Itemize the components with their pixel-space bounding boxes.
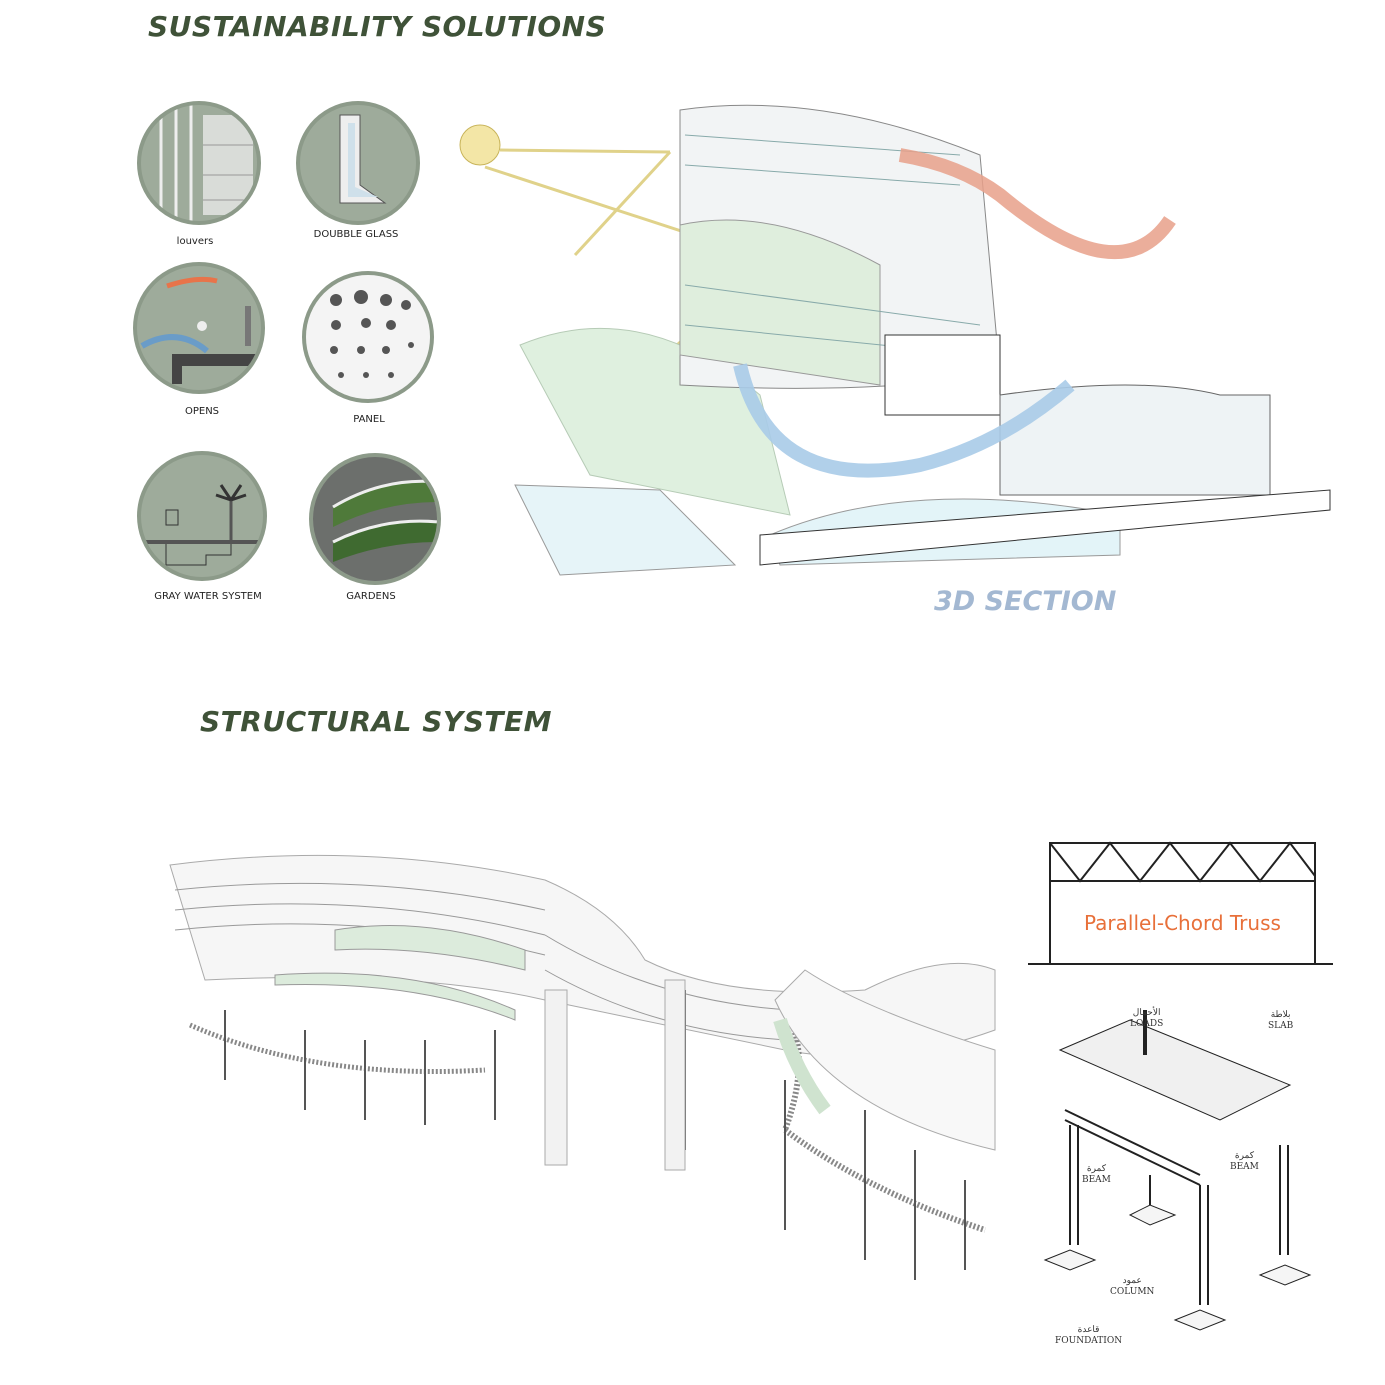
slab-label-ar: بلاطة: [1270, 1010, 1291, 1020]
loads-label-en: LOADS: [1130, 1019, 1164, 1029]
double-glass-label: DOUBBLE GLASS: [313, 229, 399, 240]
gray-water-label: GRAY WATER SYSTEM: [154, 591, 262, 602]
3d-section-drawing: [459, 104, 1331, 576]
column-label-en: COLUMN: [1110, 1287, 1155, 1297]
gardens-label: GARDENS: [346, 591, 396, 602]
structural-title: STRUCTURAL SYSTEM: [200, 705, 552, 738]
panel-image: [302, 271, 434, 403]
louvers-image: [137, 101, 261, 225]
gardens-image: [309, 453, 441, 585]
sun-icon: [459, 124, 501, 166]
double-glass-image: [296, 101, 420, 225]
loads-label-ar: الأحمال: [1132, 1008, 1161, 1018]
beam-label-en: BEAM: [1082, 1175, 1111, 1185]
gray-water-image: [137, 451, 267, 581]
column-label-ar: عمود: [1122, 1276, 1142, 1286]
beam2-label-en: BEAM: [1230, 1162, 1259, 1172]
parallel-chord-truss-diagram: [1028, 841, 1333, 965]
slab-label-en: SLAB: [1268, 1021, 1294, 1031]
sustainability-title: SUSTAINABILITY SOLUTIONS: [148, 10, 607, 43]
opens-image: [133, 262, 265, 394]
foundation-label-en: FOUNDATION: [1055, 1336, 1123, 1346]
opens-label: OPENS: [184, 406, 220, 417]
beam2-label-ar: كمرة: [1234, 1151, 1255, 1161]
foundation-label-ar: قاعدة: [1077, 1325, 1100, 1335]
panel-label: PANEL: [353, 414, 385, 425]
structural-model-drawing: [169, 854, 996, 1280]
load-path-diagram: [1043, 1010, 1312, 1331]
beam-label-ar: كمرة: [1086, 1164, 1107, 1174]
louvers-label: louvers: [176, 236, 214, 247]
3d-section-title: 3D SECTION: [934, 586, 1117, 617]
truss-label: Parallel-Chord Truss: [1084, 911, 1281, 935]
